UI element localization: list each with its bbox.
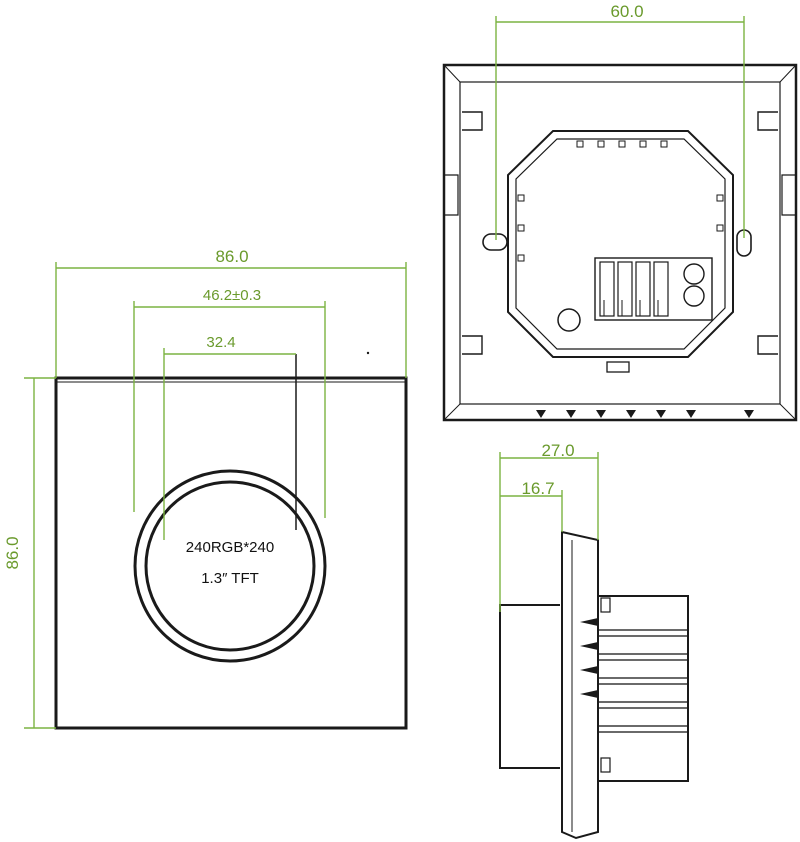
frame-bevel-tl	[443, 64, 461, 83]
frame-bevel-tr	[779, 64, 797, 83]
rear-base	[597, 595, 689, 782]
screen-resolution-label: 240RGB*240	[186, 539, 274, 556]
housing-octagon-inner	[515, 138, 726, 350]
terminal-block	[594, 257, 713, 321]
front-panel-outline	[54, 376, 408, 730]
heat-fins	[597, 629, 689, 733]
frame-bevel-br	[779, 403, 797, 421]
frame-bevel-bl	[443, 403, 461, 421]
corner-clip-bl	[462, 335, 483, 355]
small-mark-dot	[366, 351, 370, 355]
side-notch-left	[444, 174, 459, 216]
back-dimensions: 60.0	[495, 2, 745, 240]
side-dimensions: 27.0 16.7	[499, 441, 599, 612]
housing-side-pins	[517, 194, 724, 262]
body-depth-label: 16.7	[521, 479, 554, 498]
bottom-latch	[606, 361, 630, 373]
back-frame-inner	[459, 81, 781, 405]
mounting-hole-left	[482, 233, 508, 251]
side-view	[499, 530, 689, 840]
screw-hole	[557, 308, 581, 332]
front-plate-profile	[561, 530, 599, 840]
display-ring-outer	[133, 469, 327, 663]
ring-diameter-label: 46.2±0.3	[203, 287, 261, 304]
front-height-label: 86.0	[3, 536, 22, 569]
side-teeth	[580, 618, 598, 698]
hole-spacing-label: 60.0	[610, 2, 643, 21]
housing-octagon-outer	[507, 130, 734, 358]
screen-width-label: 32.4	[206, 334, 235, 351]
bottom-vents	[536, 410, 754, 418]
back-frame-outer	[442, 63, 798, 422]
side-notch-right	[781, 174, 796, 216]
corner-clip-br	[757, 335, 778, 355]
display-ring-inner	[144, 480, 316, 652]
side-clips	[600, 597, 611, 773]
housing-top-pins	[576, 140, 668, 148]
total-depth-label: 27.0	[541, 441, 574, 460]
rear-body	[499, 604, 560, 769]
back-view	[442, 63, 798, 422]
front-width-label: 86.0	[215, 247, 248, 266]
corner-clip-tr	[757, 111, 778, 131]
front-dimensions: 86.0 46.2±0.3 32.4 86.0	[3, 247, 407, 729]
front-view: 240RGB*240 1.3″ TFT	[54, 351, 408, 730]
corner-clip-tl	[462, 111, 483, 131]
screen-size-label: 1.3″ TFT	[201, 570, 259, 587]
